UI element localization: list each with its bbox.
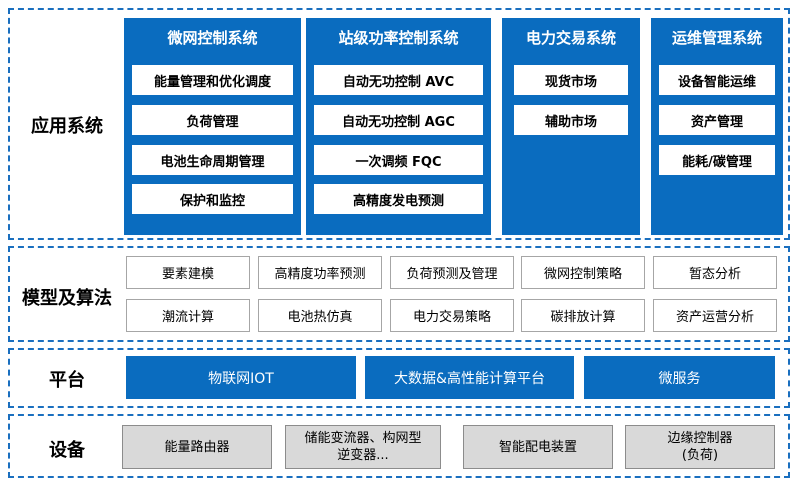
devices-layer [8,414,790,478]
system-item: 现货市场 [514,65,628,95]
platform-layer [8,348,790,408]
model-box: 资产运营分析 [653,299,777,332]
system-item: 能量管理和优化调度 [132,65,293,95]
application-layer-label: 应用系统 [31,116,103,137]
device-line: 智能配电装置 [498,439,577,455]
platform-box: 物联网IOT [126,356,356,399]
system-title: 运维管理系统 [671,29,762,47]
models-layer [8,246,790,342]
system-item: 能耗/碳管理 [659,145,775,175]
model-box: 碳排放计算 [521,299,645,332]
microgrid-control-system: 微网控制系统 能量管理和优化调度 负荷管理 电池生命周期管理 保护和监控 [124,18,301,235]
device-box: 储能变流器、构网型 逆变器... [285,425,441,469]
platform-box: 微服务 [584,356,775,399]
model-box: 电池热仿真 [258,299,382,332]
devices-layer-label: 设备 [49,440,85,461]
power-trading-system: 电力交易系统 现货市场 辅助市场 [502,18,640,235]
application-layer [8,8,790,240]
models-layer-label: 模型及算法 [22,288,112,309]
device-line: 边缘控制器 [667,431,733,446]
system-item: 一次调频 FQC [314,145,483,175]
system-item: 设备智能运维 [659,65,775,95]
model-box: 要素建模 [126,256,250,289]
system-item: 电池生命周期管理 [132,145,293,175]
model-box: 负荷预测及管理 [390,256,514,289]
system-item: 辅助市场 [514,105,628,135]
platform-layer-label: 平台 [49,370,85,391]
platform-box: 大数据&高性能计算平台 [365,356,574,399]
system-item: 高精度发电预测 [314,184,483,214]
om-management-system: 运维管理系统 设备智能运维 资产管理 能耗/碳管理 [651,18,783,235]
system-item: 保护和监控 [132,184,293,214]
device-line: 储能变流器、构网型 [304,431,422,446]
model-box: 微网控制策略 [521,256,645,289]
device-line: (负荷) [681,448,719,463]
device-box: 能量路由器 [122,425,272,469]
model-box: 高精度功率预测 [258,256,382,289]
system-item: 自动无功控制 AVC [314,65,483,95]
device-line: 逆变器... [337,448,389,463]
device-box: 智能配电装置 [463,425,613,469]
system-title: 站级功率控制系统 [338,29,459,47]
model-box: 潮流计算 [126,299,250,332]
model-box: 电力交易策略 [390,299,514,332]
system-title: 电力交易系统 [525,29,616,47]
device-line: 能量路由器 [164,439,230,455]
model-box: 暂态分析 [653,256,777,289]
system-title: 微网控制系统 [167,29,258,47]
device-box: 边缘控制器 (负荷) [625,425,775,469]
station-power-control-system: 站级功率控制系统 自动无功控制 AVC 自动无功控制 AGC 一次调频 FQC … [306,18,491,235]
system-item: 自动无功控制 AGC [314,105,483,135]
system-item: 资产管理 [659,105,775,135]
system-item: 负荷管理 [132,105,293,135]
